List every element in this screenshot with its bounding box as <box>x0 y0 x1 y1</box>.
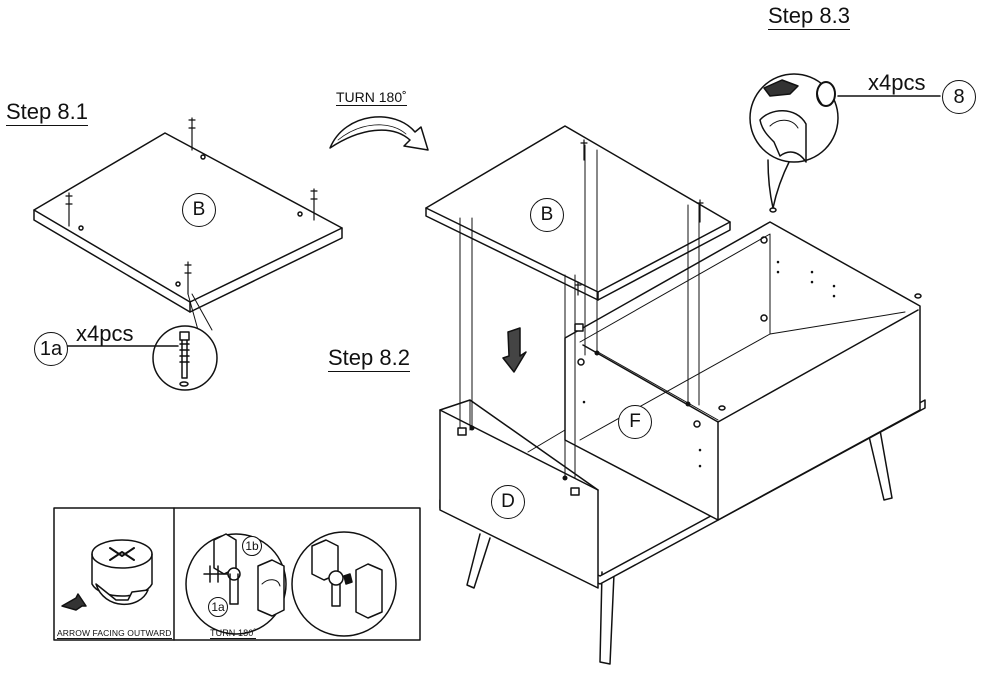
part-label-b-step-8-2: B <box>530 198 564 232</box>
part-label-f: F <box>618 405 652 439</box>
part-label-b-step-8-1: B <box>182 193 216 227</box>
hardware-callout-8: 8 <box>942 80 976 114</box>
guide-lines <box>459 144 700 479</box>
step-8-1-cam-posts <box>65 117 318 295</box>
step-8-1-title: Step 8.1 <box>6 99 88 126</box>
down-arrow <box>502 327 527 373</box>
part-label-d: D <box>491 485 525 519</box>
step-8-2-title: Step 8.2 <box>328 345 410 372</box>
cabinet-dots <box>582 260 836 468</box>
turn-180-caption: TURN 180˚ <box>336 89 407 106</box>
step-8-2-panel-b <box>425 125 731 301</box>
inset-turn-180-caption: TURN 180˚ <box>210 628 257 639</box>
cam-pins <box>457 207 922 496</box>
hardware-callout-1a: 1a <box>34 332 68 366</box>
quantity-1a: x4pcs <box>76 321 134 346</box>
quantity-8: x4pcs <box>868 70 926 95</box>
inset-step-b <box>291 531 397 637</box>
arrow-outward-caption: ARROW FACING OUTWARD <box>57 628 172 639</box>
inset-cam-lock <box>61 539 153 611</box>
inset-step-a <box>185 533 287 635</box>
cam-locks <box>469 350 691 481</box>
step-8-3-title: Step 8.3 <box>768 3 850 30</box>
step-8-3-magnifier <box>749 73 941 209</box>
inset-callout-1b: 1b <box>242 536 262 556</box>
turn-180-arrow <box>329 116 429 151</box>
cabinet-legs <box>466 429 893 665</box>
inset-callout-1a: 1a <box>208 597 228 617</box>
cam-posts-82 <box>574 139 704 296</box>
step-8-1-magnifier-1a <box>61 293 218 391</box>
